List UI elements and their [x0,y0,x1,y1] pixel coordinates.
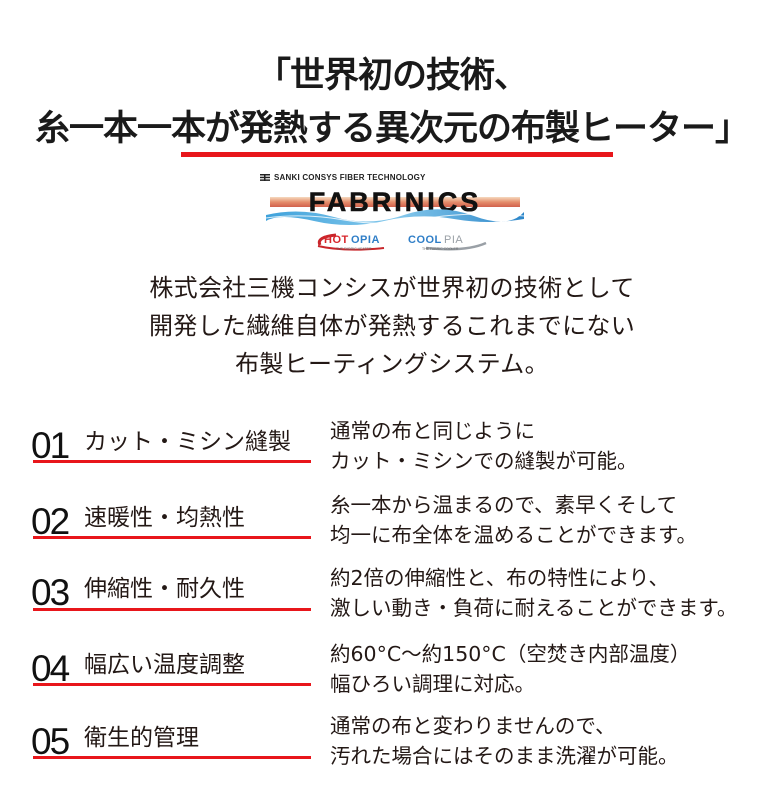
feature-title: 伸縮性・耐久性 [84,576,245,602]
feature-item-04: 04 幅広い温度調整 約60°C～約150°C（空焚き内部温度） 幅ひろい調理に… [0,637,784,713]
feature-item-02: 02 速暖性・均熱性 糸一本から温まるので、素早くそして 均一に布全体を温めるこ… [0,486,784,562]
feature-number: 05 [31,721,70,762]
feature-desc-line-1: 糸一本から温まるので、素早くそして [330,493,678,517]
feature-underline [33,608,311,611]
feature-number: 01 [31,425,70,466]
svg-text:HOT: HOT [324,234,349,246]
fabrinics-brand-logo: SANKI CONSYS FIBER TECHNOLOGY FABRINICS … [260,170,530,255]
headline-line-1: 「世界初の技術、 [255,56,529,96]
headline-line-2: 糸一本一本が発熱する異次元の布製ヒーター」 [34,109,750,149]
feature-title: 速暖性・均熱性 [84,505,245,531]
sanki-mark-icon [260,174,270,181]
brand-tagline: SANKI CONSYS FIBER TECHNOLOGY [274,173,426,182]
feature-number: 02 [31,501,70,542]
feature-desc-line-2: 幅ひろい調理に対応。 [330,672,535,696]
svg-text:PIA: PIA [444,234,463,246]
feature-desc-line-2: 均一に布全体を温めることができます。 [330,523,697,547]
fabrinics-logo-icon: FABRINICS [265,187,525,225]
svg-text:THE FABRIC COOLER: THE FABRIC COOLER [422,247,459,251]
headline-underline [181,152,613,157]
feature-number: 04 [31,648,70,689]
feature-item-03: 03 伸縮性・耐久性 約2倍の伸縮性と、布の特性により、 激しい動き・負荷に耐え… [0,561,784,637]
feature-underline [33,460,311,463]
coolpia-logo-icon: COOL PIA THE FABRIC COOLER [408,234,487,251]
feature-underline [33,756,311,759]
feature-desc-line-1: 約2倍の伸縮性と、布の特性により、 [330,566,669,590]
feature-number: 03 [31,572,70,613]
svg-text:COOL: COOL [408,234,442,246]
intro-line-1: 株式会社三機コンシスが世界初の技術として [149,274,635,302]
feature-item-01: 01 カット・ミシン縫製 通常の布と同じように カット・ミシンでの縫製が可能。 [0,410,784,486]
svg-text:OPIA: OPIA [351,234,380,246]
feature-desc-line-2: カット・ミシンでの縫製が可能。 [330,449,638,473]
feature-title: 幅広い温度調整 [84,652,245,678]
intro-line-2: 開発した繊維自体が発熱するこれまでにない [149,312,635,340]
svg-text:THE FABRIC HEATER: THE FABRIC HEATER [336,247,372,251]
feature-underline [33,536,311,539]
feature-title: カット・ミシン縫製 [84,429,291,455]
feature-desc-line-1: 約60°C～約150°C（空焚き内部温度） [330,642,691,666]
feature-title: 衛生的管理 [84,725,199,751]
feature-desc-line-2: 汚れた場合にはそのまま洗濯が可能。 [330,744,679,768]
hotopia-logo-icon: HOT OPIA THE FABRIC HEATER [317,233,385,251]
feature-desc-line-1: 通常の布と同じように [330,419,535,443]
feature-desc-line-2: 激しい動き・負荷に耐えることができます。 [330,596,738,620]
feature-desc-line-1: 通常の布と変わりませんので、 [330,714,616,738]
feature-underline [33,683,311,686]
intro-line-3: 布製ヒーティングシステム。 [235,350,549,378]
feature-item-05: 05 衛生的管理 通常の布と変わりませんので、 汚れた場合にはそのまま洗濯が可能… [0,712,784,788]
